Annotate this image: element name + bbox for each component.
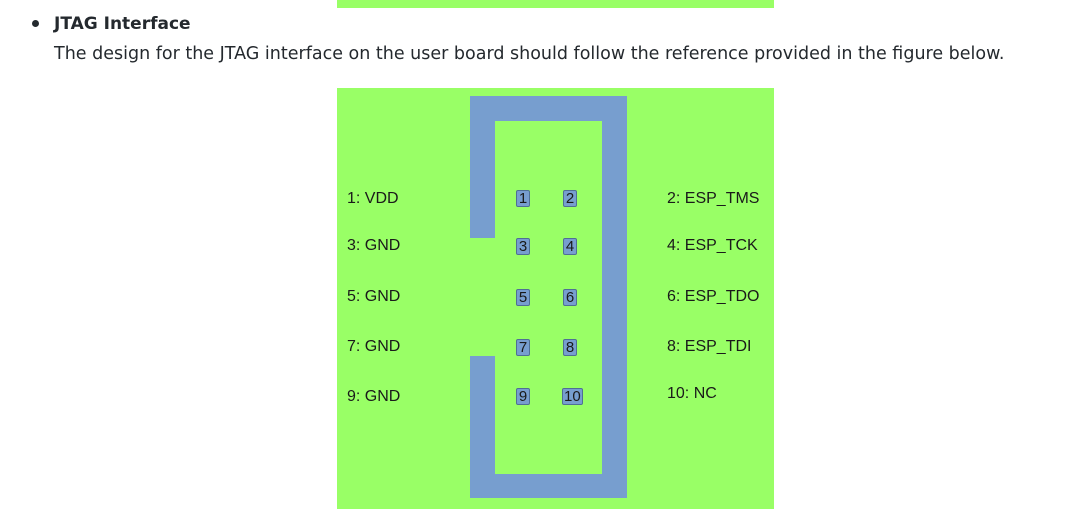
pin-number-1: 1 — [516, 190, 530, 207]
pin-label-1: 1: VDD — [347, 190, 399, 207]
pin-number-6: 6 — [563, 289, 577, 306]
pin-label-2: 2: ESP_TMS — [667, 190, 760, 207]
pin-number-8: 8 — [563, 339, 577, 356]
pin-label-5: 5: GND — [347, 288, 401, 305]
pin-label-8: 8: ESP_TDI — [667, 338, 752, 355]
pin-label-10: 10: NC — [667, 385, 717, 402]
pin-number-7: 7 — [516, 339, 530, 356]
pin-number-5: 5 — [516, 289, 530, 306]
list-bullet — [32, 20, 39, 27]
pin-label-9: 9: GND — [347, 388, 401, 405]
pin-label-4: 4: ESP_TCK — [667, 237, 758, 254]
pin-label-6: 6: ESP_TDO — [667, 288, 760, 305]
pin-label-3: 3: GND — [347, 237, 401, 254]
pin-number-10: 10 — [562, 388, 583, 405]
previous-figure-edge — [337, 0, 774, 8]
pin-label-7: 7: GND — [347, 338, 401, 355]
pin-number-3: 3 — [516, 238, 530, 255]
pin-number-4: 4 — [563, 238, 577, 255]
section-description: The design for the JTAG interface on the… — [54, 44, 1005, 64]
jtag-connector-figure: 1: VDD 3: GND 5: GND 7: GND 9: GND 2: ES… — [337, 88, 774, 509]
jtag-connector-outline — [470, 96, 627, 498]
pin-number-2: 2 — [563, 190, 577, 207]
pin-number-9: 9 — [516, 388, 530, 405]
connector-shroud-upper — [470, 96, 627, 498]
section-heading: JTAG Interface — [54, 14, 191, 34]
